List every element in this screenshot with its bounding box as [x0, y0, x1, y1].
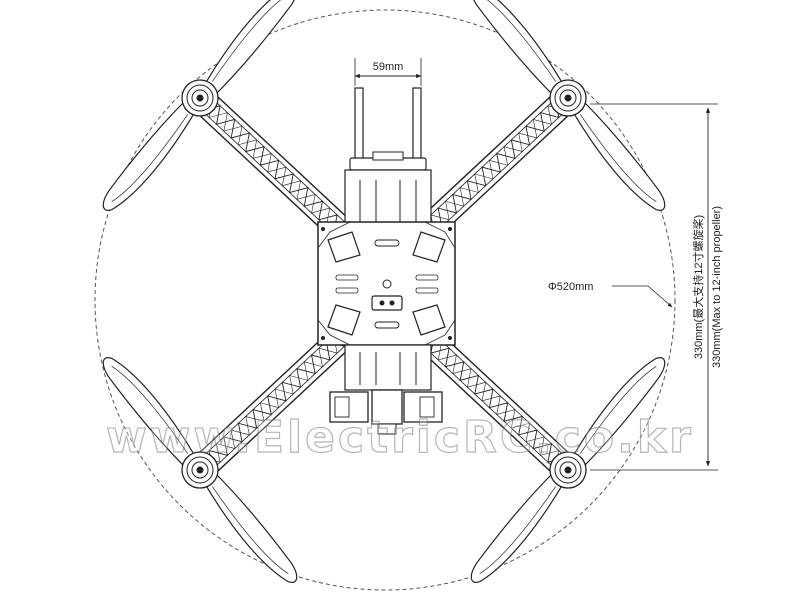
span-label-english: 330mm(Max to 12-inch propeller)	[711, 206, 723, 368]
arm-top-left	[190, 87, 349, 238]
bottom-gimbal	[329, 344, 443, 435]
prop-circle-label: Φ520mm	[548, 281, 593, 293]
span-dimension: 330mm(最大支持12寸螺旋桨) 330mm(Max to 12-inch p…	[590, 103, 723, 471]
arm-top-right	[419, 87, 578, 238]
span-value: 330mm	[693, 322, 705, 359]
prop-circle-dimension: Φ520mm	[548, 281, 673, 308]
antenna-spacing-label: 59mm	[373, 61, 404, 73]
span-note-chinese: (最大支持12寸螺旋桨)	[691, 215, 705, 323]
watermark: www.ElectricRC.co.kr	[106, 412, 694, 463]
antenna-spacing-dimension: 59mm	[354, 58, 422, 86]
propeller-circle	[94, 9, 676, 591]
span-label-chinese: 330mm(最大支持12寸螺旋桨)	[691, 215, 705, 359]
center-plate	[317, 221, 456, 346]
top-battery-tray	[344, 87, 432, 231]
